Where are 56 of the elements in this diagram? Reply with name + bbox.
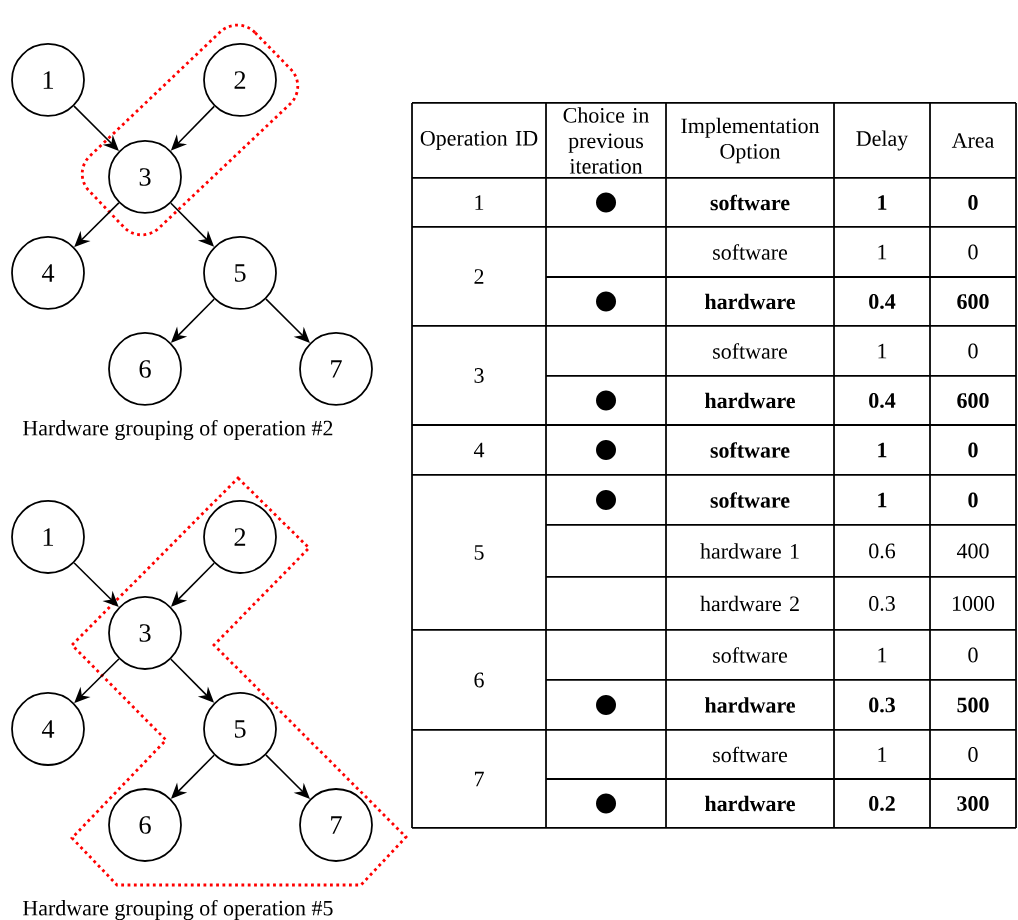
operation-id: 7: [475, 771, 484, 787]
area-value: 0: [968, 647, 978, 663]
implementation-option: software: [713, 647, 788, 663]
operation-id: 2: [474, 269, 484, 284]
implementation-option: hardware: [705, 293, 795, 310]
operation-id: 3: [474, 368, 484, 383]
area-value: 0: [968, 492, 978, 508]
arrow: [265, 754, 310, 799]
implementation-option: hardware 1: [700, 543, 799, 559]
implementation-option: software: [713, 746, 788, 763]
operation-id: 4: [473, 442, 485, 458]
implementation-option: hardware: [705, 795, 795, 812]
column-header: Choice in previous iteration: [563, 107, 649, 174]
area-value: 0: [968, 442, 978, 458]
implementation-option: software: [710, 492, 790, 508]
implementation-option: software: [713, 244, 788, 260]
area-value: 1000: [952, 596, 995, 611]
implementation-option: software: [710, 194, 790, 211]
arrow: [73, 105, 119, 151]
implementation-option: hardware 2: [700, 595, 799, 612]
delay-value: 1: [878, 747, 887, 762]
delay-value: 1: [878, 244, 887, 260]
implementation-option: hardware: [705, 392, 795, 409]
column-header: Implementation Option: [681, 117, 820, 164]
delay-value: 0.3: [869, 697, 895, 713]
area-value: 600: [957, 294, 989, 309]
area-value: 600: [957, 393, 989, 408]
operation-id: 6: [474, 672, 484, 688]
delay-value: 0.4: [869, 294, 896, 309]
column-header: Operation ID: [420, 130, 538, 151]
area-value: 0: [968, 343, 978, 359]
area-value: 0: [968, 195, 978, 210]
caption: Hardware grouping of operation #5: [23, 899, 333, 920]
area-value: 0: [968, 747, 978, 762]
operation-id: 5: [474, 545, 484, 560]
area-value: 400: [957, 543, 989, 559]
area-value: 300: [957, 796, 989, 811]
delay-value: 1: [878, 343, 887, 359]
delay-value: 1: [878, 442, 887, 458]
caption: Hardware grouping of operation #2: [23, 419, 333, 441]
column-header: Area: [951, 133, 995, 148]
arrow: [265, 298, 310, 343]
operation-id: 1: [475, 195, 484, 210]
delay-value: 1: [878, 647, 887, 663]
implementation-option: software: [710, 442, 790, 458]
area-value: 0: [968, 244, 978, 260]
delay-value: 1: [878, 195, 887, 210]
delay-value: 0.6: [869, 543, 896, 559]
delay-value: 0.4: [869, 393, 896, 408]
delay-value: 1: [878, 492, 887, 508]
area-value: 500: [957, 697, 989, 713]
implementation-option: hardware: [705, 697, 795, 713]
delay-value: 0.3: [869, 596, 895, 611]
delay-value: 0.2: [869, 796, 895, 811]
column-header: Delay: [856, 130, 909, 151]
implementation-option: software: [713, 343, 788, 359]
